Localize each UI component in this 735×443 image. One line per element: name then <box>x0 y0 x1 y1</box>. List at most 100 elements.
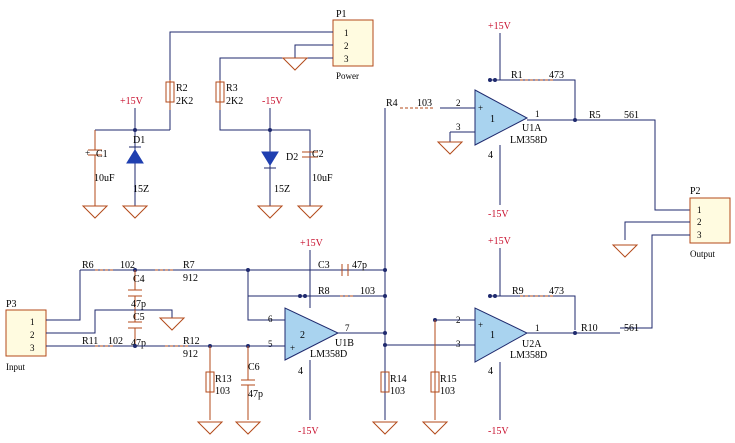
svg-text:1: 1 <box>490 330 495 341</box>
svg-text:3: 3 <box>344 54 349 64</box>
resistor-r3 <box>215 80 225 110</box>
svg-text:47p: 47p <box>352 260 367 271</box>
svg-text:D1: D1 <box>133 135 145 146</box>
resistor-r2 <box>165 80 175 110</box>
svg-text:2: 2 <box>344 41 349 51</box>
svg-text:C1: C1 <box>96 149 108 160</box>
capacitor-c2 <box>302 151 318 158</box>
svg-text:5: 5 <box>268 339 273 349</box>
svg-text:10uF: 10uF <box>94 173 115 184</box>
svg-text:Output: Output <box>690 249 716 259</box>
svg-text:4: 4 <box>488 150 493 161</box>
capacitor-c3 <box>341 264 349 276</box>
connector-p2: P2 1 2 3 Output <box>689 186 731 259</box>
svg-text:-15V: -15V <box>488 209 509 220</box>
svg-text:C4: C4 <box>133 274 145 285</box>
svg-text:102: 102 <box>108 336 123 347</box>
svg-text:1: 1 <box>535 323 540 333</box>
svg-text:+: + <box>85 148 90 158</box>
svg-text:U2A: U2A <box>522 339 542 350</box>
capacitor-c5 <box>128 310 142 346</box>
svg-text:P3: P3 <box>6 299 17 310</box>
svg-text:561: 561 <box>624 110 639 121</box>
svg-text:3: 3 <box>456 122 461 132</box>
zener-d1 <box>126 130 144 206</box>
svg-text:R4: R4 <box>386 98 398 109</box>
svg-text:561: 561 <box>624 323 639 334</box>
svg-text:473: 473 <box>549 70 564 81</box>
svg-text:LM358D: LM358D <box>510 350 547 361</box>
svg-text:-15V: -15V <box>488 426 509 437</box>
svg-text:Input: Input <box>6 362 25 372</box>
capacitor-c4 <box>128 270 142 310</box>
resistor-r14 <box>380 371 390 393</box>
capacitor-c6 <box>241 346 255 420</box>
svg-text:3: 3 <box>30 343 35 353</box>
svg-text:47p: 47p <box>131 338 146 349</box>
svg-text:6: 6 <box>268 314 273 324</box>
svg-text:R7: R7 <box>183 260 195 271</box>
svg-text:R15: R15 <box>440 374 457 385</box>
opamp-u1b <box>284 307 340 361</box>
ground-p1 <box>281 57 309 71</box>
svg-text:LM358D: LM358D <box>510 135 547 146</box>
svg-text:1: 1 <box>697 205 702 215</box>
svg-text:D2: D2 <box>286 152 298 163</box>
svg-text:47p: 47p <box>248 389 263 400</box>
svg-text:R8: R8 <box>318 286 330 297</box>
svg-text:103: 103 <box>417 98 432 109</box>
svg-text:+15V: +15V <box>488 21 512 32</box>
svg-text:+: + <box>478 320 483 330</box>
capacitor-c1 <box>88 130 102 206</box>
svg-text:10uF: 10uF <box>312 173 333 184</box>
svg-text:473: 473 <box>549 286 564 297</box>
svg-text:1: 1 <box>535 109 540 119</box>
svg-text:R10: R10 <box>581 323 598 334</box>
svg-text:103: 103 <box>360 286 375 297</box>
svg-text:3: 3 <box>456 339 461 349</box>
svg-text:15Z: 15Z <box>274 184 290 195</box>
svg-text:3: 3 <box>697 230 702 240</box>
svg-text:C5: C5 <box>133 312 145 323</box>
svg-text:R12: R12 <box>183 336 200 347</box>
svg-text:R11: R11 <box>82 336 98 347</box>
svg-text:C6: C6 <box>248 362 260 373</box>
svg-text:-15V: -15V <box>262 96 283 107</box>
resistor-r15 <box>430 320 440 420</box>
resistor-r13 <box>205 346 215 420</box>
opamp-u2a <box>474 307 529 363</box>
svg-text:4: 4 <box>488 366 493 377</box>
svg-text:P1: P1 <box>336 9 347 20</box>
svg-text:R13: R13 <box>215 374 232 385</box>
svg-text:2: 2 <box>456 98 461 108</box>
svg-text:U1A: U1A <box>522 123 542 134</box>
svg-text:C2: C2 <box>312 149 324 160</box>
svg-text:912: 912 <box>183 349 198 360</box>
svg-text:2: 2 <box>30 330 35 340</box>
svg-text:47p: 47p <box>131 299 146 310</box>
svg-text:103: 103 <box>215 386 230 397</box>
svg-text:912: 912 <box>183 273 198 284</box>
svg-text:103: 103 <box>440 386 455 397</box>
svg-text:R3: R3 <box>226 83 238 94</box>
svg-text:7: 7 <box>345 323 350 333</box>
svg-text:R5: R5 <box>589 110 601 121</box>
svg-text:+: + <box>290 343 295 353</box>
opamp-u1a <box>474 89 529 146</box>
svg-text:R9: R9 <box>512 286 524 297</box>
svg-text:+15V: +15V <box>488 236 512 247</box>
svg-text:U1B: U1B <box>335 338 354 349</box>
svg-text:102: 102 <box>120 260 135 271</box>
svg-text:2K2: 2K2 <box>176 96 193 107</box>
svg-text:4: 4 <box>298 366 303 377</box>
svg-text:+: + <box>478 103 483 113</box>
svg-text:15Z: 15Z <box>133 184 149 195</box>
zener-d2 <box>261 151 279 169</box>
svg-text:R2: R2 <box>176 83 188 94</box>
svg-text:103: 103 <box>390 386 405 397</box>
svg-text:2K2: 2K2 <box>226 96 243 107</box>
svg-text:R1: R1 <box>511 70 523 81</box>
svg-text:C3: C3 <box>318 260 330 271</box>
svg-text:+15V: +15V <box>120 96 144 107</box>
